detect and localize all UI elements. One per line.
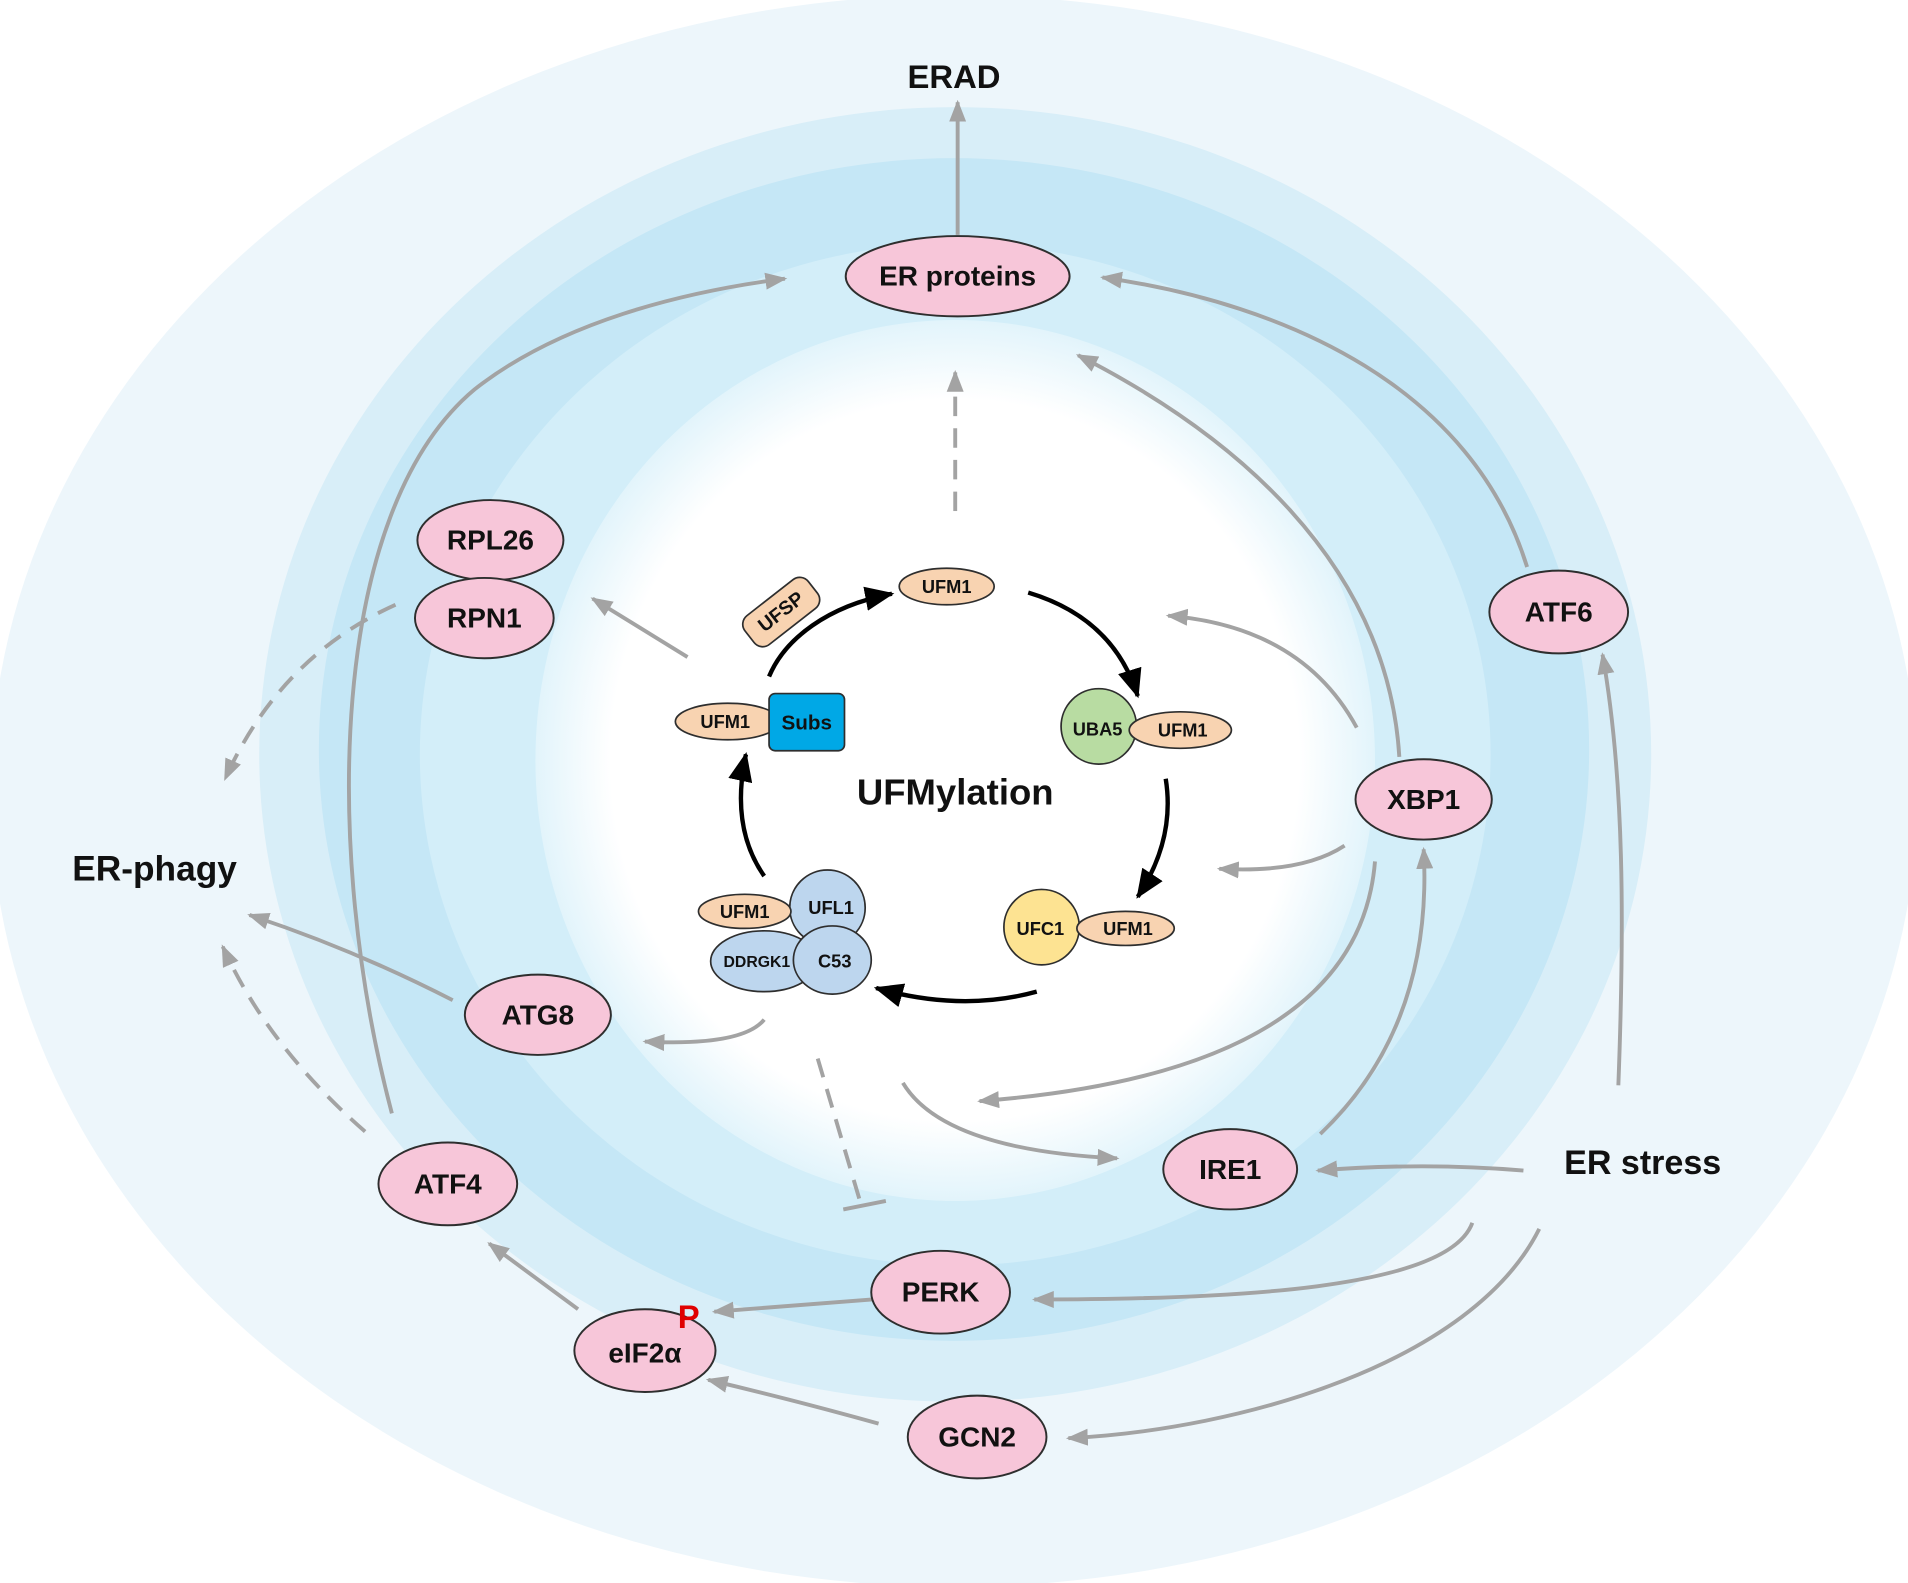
ufm1-free: UFM1: [898, 567, 996, 606]
node-shape: [414, 576, 555, 660]
node-shape: [463, 973, 612, 1056]
cycle-arrow-ufsp-to-ufm1: [767, 586, 895, 678]
arrow-atf4-to-er-phagy: [220, 944, 367, 1134]
ufc1-label: UFC1: [1017, 918, 1065, 939]
ufc1-ufm1: UFC1 UFM1: [1003, 888, 1176, 966]
arrow-subs-to-rpn1: [590, 596, 689, 659]
node-gcn2: GCN2: [906, 1394, 1048, 1480]
uba5-label: UBA5: [1073, 718, 1123, 739]
c53-shape: [792, 925, 873, 995]
arrow-xbp1-to-ufc1: [1216, 844, 1346, 879]
ufm1-label: UFM1: [720, 901, 770, 922]
ufm1-shape: [1128, 710, 1233, 750]
node-label: ATF4: [414, 1168, 482, 1199]
ufm1-shape: [898, 567, 996, 606]
node-label: GCN2: [938, 1421, 1016, 1452]
node-shape: [844, 235, 1071, 318]
node-shape: [1162, 1128, 1299, 1211]
node-shape: [1354, 758, 1493, 841]
arrow-xbp1-to-ufl1: [977, 861, 1377, 1109]
node-atg8: ATG8: [463, 973, 612, 1056]
node-shape: [1488, 569, 1630, 655]
phosphorylation-mark: P: [678, 1298, 700, 1335]
erad-label: ERAD: [907, 58, 1000, 95]
uba5-ufm1: UBA5 UFM1: [1060, 687, 1233, 765]
arrow-gcn2-to-eif2a: [705, 1375, 880, 1426]
ufm1-substrate: UFM1 Subs: [674, 692, 846, 752]
node-label: RPN1: [447, 603, 522, 634]
node-label: RPL26: [447, 525, 534, 556]
ufm1-shape: [697, 893, 792, 930]
node-rpl26: RPL26: [416, 499, 565, 582]
node-rpn1: RPN1: [414, 576, 555, 660]
ufm1-shape: [1076, 910, 1176, 947]
node-shape: [377, 1141, 519, 1227]
ufm1-label: UFM1: [922, 576, 972, 597]
node-perk: PERK: [870, 1249, 1011, 1335]
node-shape: [573, 1308, 717, 1393]
arrow-ufmylation-to-ire1: [901, 1081, 1120, 1166]
ufl1-complex: UFM1 UFL1 DDRGK1 C53: [697, 869, 873, 995]
node-label: ER proteins: [879, 261, 1036, 292]
node-shape: [906, 1394, 1048, 1480]
node-atf4: ATF4: [377, 1141, 519, 1227]
node-xbp1: XBP1: [1354, 758, 1493, 841]
inhibition-line-to-perk: [815, 1058, 863, 1203]
node-label: XBP1: [1387, 784, 1460, 815]
cycle-arrow-ufm1-to-uba5: [1027, 590, 1142, 699]
ufm1-label: UFM1: [700, 711, 750, 732]
substrate-shape: [768, 692, 846, 752]
node-er-proteins: ER proteins: [844, 235, 1071, 318]
arrow-er-stress-to-ire1: [1315, 1160, 1524, 1178]
center-disc: [535, 320, 1375, 1201]
node-ire1: IRE1: [1162, 1128, 1299, 1211]
arrow-eif2a-to-atf4: [487, 1241, 580, 1311]
ufm1-label: UFM1: [1158, 720, 1208, 741]
arrow-xbp1-to-er-proteins: [1075, 353, 1402, 757]
ufm1-label: UFM1: [1103, 918, 1153, 939]
arrow-atg8-to-er-phagy: [247, 913, 454, 1002]
er-phagy-label: ER-phagy: [72, 849, 237, 888]
arrow-er-stress-to-atf6: [1597, 652, 1624, 1086]
arrow-atf4-to-er-proteins: [347, 272, 788, 1114]
arrow-ire1-to-xbp1: [1318, 846, 1434, 1136]
node-label: ATG8: [502, 999, 575, 1030]
cycle-title: UFMylation: [857, 772, 1054, 813]
node-label: IRE1: [1199, 1154, 1261, 1185]
substrate-label: Subs: [781, 711, 832, 734]
node-eif2a: eIF2α: [573, 1308, 717, 1393]
inhibition-bar: [842, 1199, 887, 1212]
ufl1-label: UFL1: [808, 897, 854, 918]
arrow-xbp1-to-uba5: [1165, 608, 1359, 729]
node-label: eIF2α: [608, 1338, 681, 1369]
arrow-ufl1-complex-to-atg8: [642, 1018, 766, 1052]
node-label: PERK: [902, 1277, 980, 1308]
pathway-arrows: [220, 99, 1624, 1446]
c53-label: C53: [818, 951, 851, 972]
arrow-atf6-to-er-proteins: [1100, 271, 1529, 568]
arrow-perk-to-eif2a: [711, 1297, 873, 1319]
cycle-arrow-ufl1-to-subs: [728, 752, 766, 878]
er-stress-label: ER stress: [1564, 1144, 1721, 1182]
cycle-arrow-uba5-to-ufc1: [1135, 778, 1170, 899]
arrow-er-stress-to-gcn2: [1065, 1228, 1542, 1446]
ufsp-shape: [741, 576, 821, 648]
node-label: ATF6: [1525, 597, 1593, 628]
ddrgk1-label: DDRGK1: [724, 954, 791, 971]
node-shape: [870, 1249, 1011, 1335]
node-atf6: ATF6: [1488, 569, 1630, 655]
cycle-arrow-ufc1-to-ufl1: [873, 983, 1038, 1008]
arrow-er-stress-to-perk: [1031, 1222, 1475, 1309]
